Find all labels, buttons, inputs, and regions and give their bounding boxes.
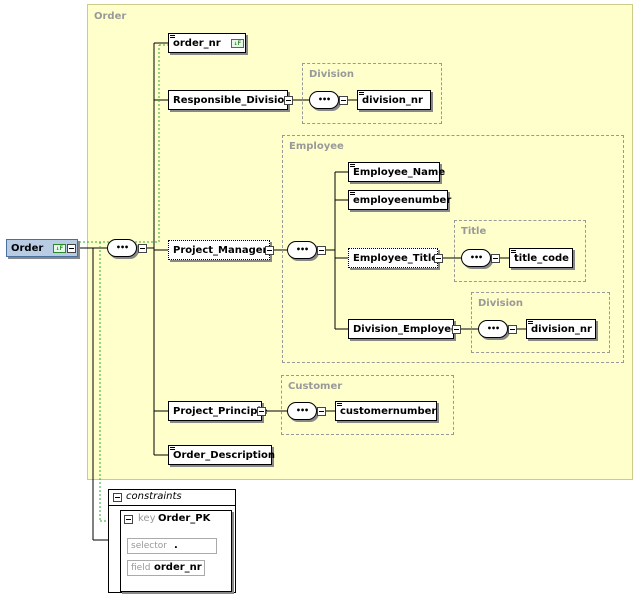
constraints-title: constraints bbox=[126, 491, 182, 502]
element-customernumber[interactable]: customernumber bbox=[335, 401, 437, 421]
element-responsible-division[interactable]: Responsible_Division bbox=[168, 90, 292, 110]
element-label: Employee_Name bbox=[353, 167, 446, 178]
sequence-compositor: ••• bbox=[287, 402, 317, 420]
customer-group-box bbox=[281, 375, 454, 435]
collapse-icon[interactable] bbox=[452, 325, 461, 334]
element-title-code[interactable]: title_code bbox=[509, 248, 573, 268]
key-name-label: Order_PK bbox=[158, 513, 211, 524]
selector-label: selector bbox=[131, 541, 167, 551]
element-label: division_nr bbox=[531, 324, 592, 335]
element-label: customernumber bbox=[340, 406, 437, 417]
field-value: order_nr bbox=[154, 562, 202, 573]
element-label: Project_Principle bbox=[173, 406, 268, 417]
key-constraint-box[interactable]: key Order_PK selector . field order_nr bbox=[120, 510, 232, 592]
collapse-icon[interactable] bbox=[67, 244, 76, 253]
collapse-icon[interactable] bbox=[265, 246, 274, 255]
division-group-box bbox=[302, 63, 442, 124]
element-order-description[interactable]: Order_Description bbox=[168, 445, 275, 465]
collapse-icon[interactable] bbox=[491, 254, 500, 263]
element-label: Responsible_Division bbox=[173, 95, 292, 106]
field-label: field bbox=[131, 563, 151, 573]
element-employee-title[interactable]: Employee_Title bbox=[348, 248, 438, 268]
root-element-order[interactable]: Order ↓F bbox=[6, 239, 78, 257]
element-division-nr[interactable]: division_nr bbox=[526, 319, 596, 339]
element-marker-icon bbox=[350, 164, 355, 169]
collapse-icon[interactable] bbox=[508, 325, 517, 334]
element-division-employee[interactable]: Division_Employee bbox=[348, 319, 458, 339]
element-label: title_code bbox=[514, 253, 569, 264]
element-project-manager[interactable]: Project_Manager bbox=[168, 240, 270, 260]
element-marker-icon bbox=[511, 250, 516, 255]
element-label: Project_Manager bbox=[173, 245, 268, 256]
element-marker-icon bbox=[170, 35, 175, 40]
element-label: Order_Description bbox=[173, 450, 275, 461]
sequence-compositor: ••• bbox=[107, 239, 137, 257]
element-project-principle[interactable]: Project_Principle bbox=[168, 401, 268, 421]
identity-key-icon: ↓F bbox=[53, 244, 66, 253]
employee-group-box bbox=[282, 135, 624, 363]
division2-group-box bbox=[471, 292, 610, 353]
selector-value: . bbox=[174, 540, 178, 551]
element-order-nr[interactable]: order_nr ↓F bbox=[168, 33, 246, 53]
sequence-compositor: ••• bbox=[478, 320, 508, 338]
order-type-label: Order bbox=[94, 11, 127, 22]
element-employee-name[interactable]: Employee_Name bbox=[348, 162, 445, 182]
root-element-label: Order bbox=[11, 243, 44, 254]
element-employeenumber[interactable]: employeenumber bbox=[348, 190, 452, 210]
element-label: order_nr bbox=[173, 38, 221, 49]
collapse-icon[interactable] bbox=[317, 407, 326, 416]
sequence-compositor: ••• bbox=[309, 91, 339, 109]
sequence-compositor: ••• bbox=[287, 241, 317, 259]
element-label: division_nr bbox=[362, 95, 423, 106]
title-group-box bbox=[454, 220, 586, 282]
collapse-icon[interactable] bbox=[317, 246, 326, 255]
employee-group-label: Employee bbox=[289, 141, 344, 152]
element-label: Employee_Title bbox=[353, 253, 439, 264]
element-label: Division_Employee bbox=[353, 324, 458, 335]
element-marker-icon bbox=[170, 447, 175, 452]
key-kind-label: key bbox=[138, 513, 156, 524]
customer-group-label: Customer bbox=[288, 381, 343, 392]
title-group-label: Title bbox=[461, 226, 487, 237]
element-division-nr[interactable]: division_nr bbox=[357, 90, 431, 110]
selector-field[interactable]: selector . bbox=[127, 538, 217, 554]
constraints-divider bbox=[109, 505, 235, 506]
element-marker-icon bbox=[528, 321, 533, 326]
collapse-icon[interactable] bbox=[138, 244, 147, 253]
element-marker-icon bbox=[337, 403, 342, 408]
collapse-icon[interactable] bbox=[124, 515, 133, 524]
field-field[interactable]: field order_nr bbox=[127, 560, 205, 576]
element-marker-icon bbox=[350, 192, 355, 197]
element-marker-icon bbox=[359, 92, 364, 97]
sequence-compositor: ••• bbox=[461, 249, 491, 267]
collapse-icon[interactable] bbox=[113, 493, 122, 502]
division-group-label: Division bbox=[309, 69, 355, 80]
division2-group-label: Division bbox=[478, 298, 524, 309]
collapse-icon[interactable] bbox=[284, 96, 293, 105]
collapse-icon[interactable] bbox=[434, 254, 443, 263]
identity-key-icon: ↓F bbox=[231, 39, 244, 48]
collapse-icon[interactable] bbox=[339, 96, 348, 105]
collapse-icon[interactable] bbox=[257, 407, 266, 416]
element-label: employeenumber bbox=[353, 195, 452, 206]
